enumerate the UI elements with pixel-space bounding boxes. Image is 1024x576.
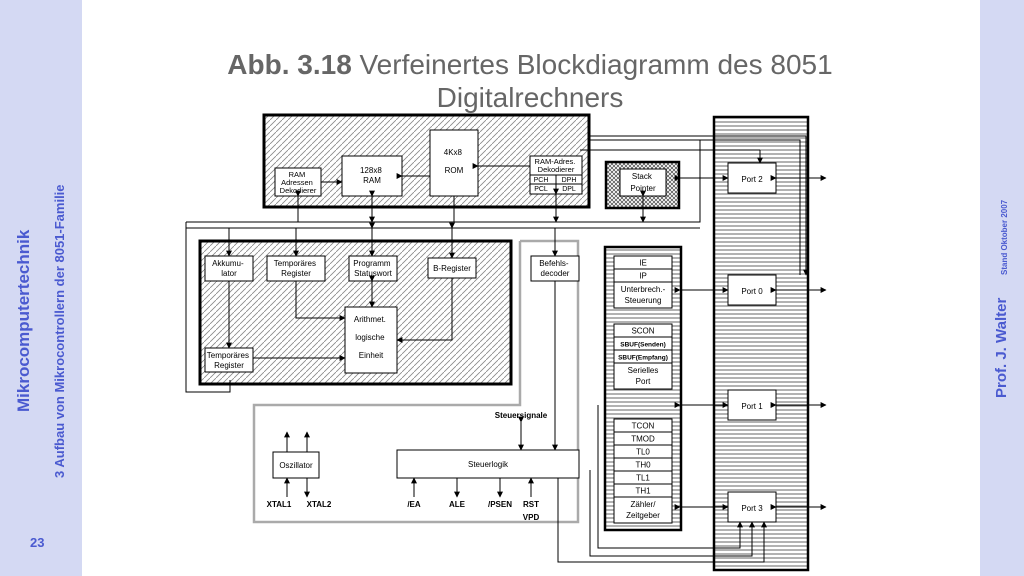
temp-register-top-label: Temporäres Register [274,259,318,278]
right-sidebar [980,0,1024,576]
vpd-label: VPD [523,513,540,522]
psw-label: Programm Statuswort [353,259,393,278]
control-outline [252,239,580,524]
sfr-register-label: Zähler/ [631,500,657,509]
alu-block [344,306,398,374]
oscillator-block [272,451,320,479]
port2-label: Port 2 [741,175,763,184]
xtal2-label: XTAL2 [307,500,332,509]
rom-block [429,129,479,197]
page-number: 23 [30,535,45,550]
xtal1-label: XTAL1 [267,500,292,509]
port3-block [727,491,777,523]
sfr-register-label: SCON [631,327,654,336]
command-decoder-label: Befehls- decoder [539,259,571,278]
control-logic-label: Steuerlogik [468,460,509,469]
pch-label: PCH [534,177,549,184]
sfr-register-label: SBUF(Senden) [620,342,666,349]
sfr-register-label: Port [636,377,651,386]
sfr-register-label: TL1 [636,474,650,483]
sfr-register-label: IP [639,272,647,281]
accumulator-block [204,255,254,282]
slide-title: Abb. 3.18 Verfeinertes Blockdiagramm des… [150,48,910,114]
sfr-register-box [613,362,673,390]
temp-register-bottom-label: Temporäres Register [207,351,251,370]
port0-block [727,274,777,306]
sfr-register-box [613,281,673,309]
sfr-register-label: Steuerung [625,296,662,305]
stack-pointer-label: Stack Pointer [630,172,656,193]
rst-label: RST [523,500,539,509]
ram-block [341,155,403,197]
sfr-register-label: Unterbrech.- [621,285,666,294]
pcl-label: PCL [534,186,548,193]
command-decoder-block [530,255,580,282]
ram-addr-decoder-label: RAM-Adres. Dekodierer [535,157,578,174]
sfr-register-label: TH0 [635,461,651,470]
alu-label: Arithmet. logische Einheit [354,315,388,360]
sfr-register-label: IE [639,259,647,268]
dph-label: DPH [562,177,577,184]
accumulator-label: Akkumu- lator [212,259,246,278]
ram-decoder-label: RAM Adressen Dekodierer [280,170,317,195]
sfr-register-label: SBUF(Empfang) [618,355,668,362]
port1-block [727,389,777,421]
b-register-label: B-Register [433,264,471,273]
sfr-register-label: TL0 [636,448,650,457]
figure-number: Abb. 3.18 [227,49,352,80]
connection-lines [185,135,827,563]
sfr-register-label: Zeitgeber [626,511,660,520]
sfr-register-label: TH1 [635,487,651,496]
title-main: Verfeinertes Blockdiagramm des 8051 [359,49,833,80]
sfr-register-label: TCON [632,422,655,431]
sfr-register-label: Serielles [628,366,659,375]
control-signals-label: Steuersignale [495,411,548,420]
oscillator-label: Oszillator [279,461,313,470]
ea-label: /EA [407,500,421,509]
port1-label: Port 1 [741,402,763,411]
left-sidebar [0,0,82,576]
ram-label: 128x8 RAM [360,166,384,185]
psen-label: /PSEN [488,500,512,509]
rom-label: 4Kx8 ROM [444,148,464,175]
ale-label: ALE [449,500,466,509]
control-logic-block [396,449,580,479]
port3-label: Port 3 [741,504,763,513]
title-line2: Digitalrechners [436,82,624,113]
sfr-register-box [613,496,673,524]
dpl-label: DPL [562,186,576,193]
sfr-register-label: TMOD [631,435,655,444]
port0-label: Port 0 [741,287,763,296]
